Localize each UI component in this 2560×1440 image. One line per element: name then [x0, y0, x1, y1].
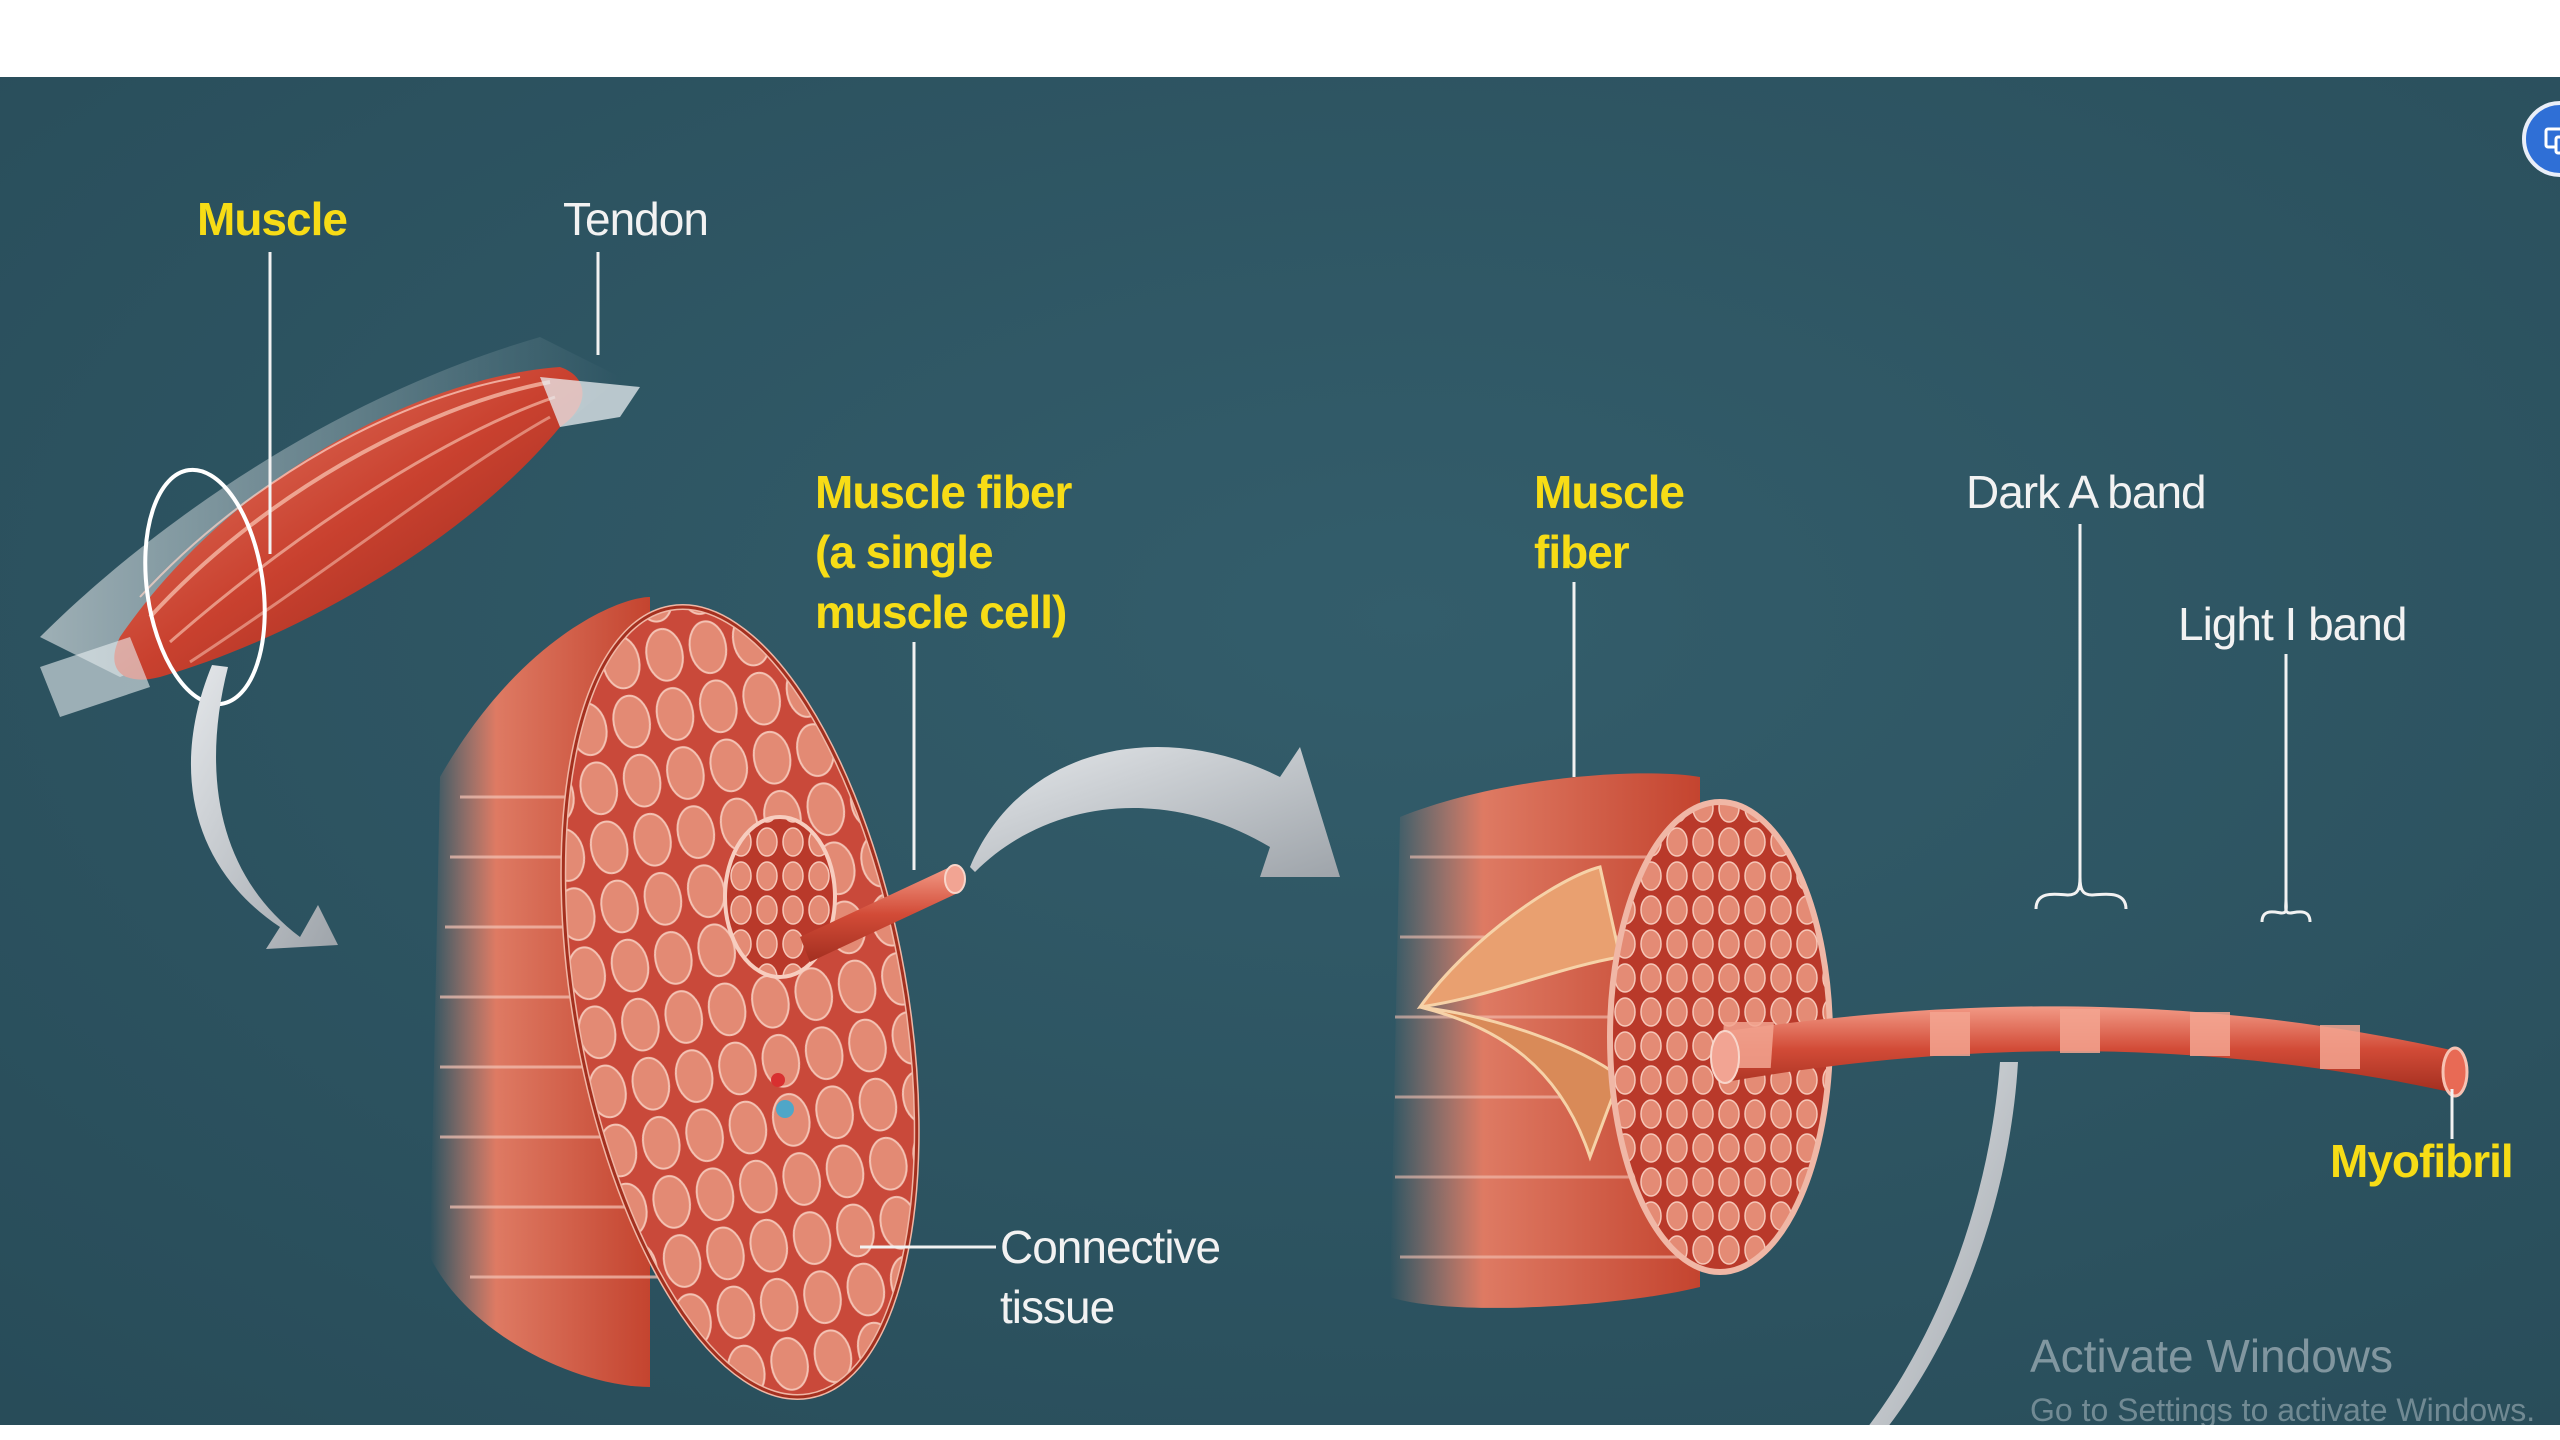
- activate-windows-subtitle: Go to Settings to activate Windows.: [2030, 1392, 2535, 1425]
- muscle-structure-illustration: [0, 77, 2560, 1425]
- diagram-canvas: Muscle Tendon Muscle fiber (a single mus…: [0, 77, 2560, 1425]
- screen-capture-icon: [2542, 123, 2560, 159]
- label-muscle-fiber-single-cell: Muscle fiber (a single muscle cell): [815, 462, 1071, 642]
- activate-windows-title: Activate Windows: [2030, 1329, 2393, 1383]
- label-myofibril: Myofibril: [2330, 1131, 2513, 1191]
- label-muscle: Muscle: [197, 189, 347, 249]
- label-tendon: Tendon: [563, 189, 708, 249]
- label-muscle-fiber: Muscle fiber: [1534, 462, 1684, 582]
- label-connective-tissue: Connective tissue: [1000, 1217, 1220, 1337]
- diagram-background: [0, 77, 2560, 1425]
- label-dark-a-band: Dark A band: [1966, 462, 2206, 522]
- label-light-i-band: Light I band: [2178, 594, 2406, 654]
